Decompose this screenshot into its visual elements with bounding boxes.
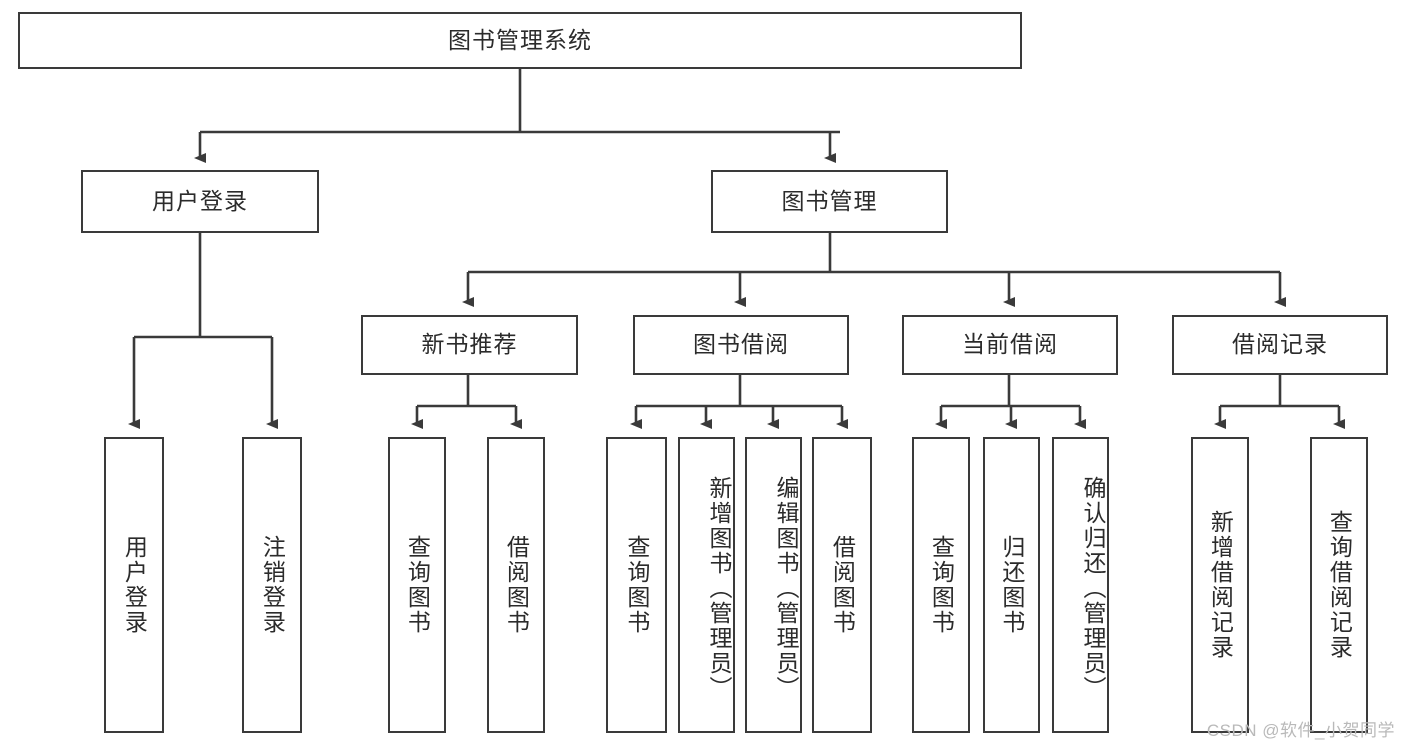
node-current-borrow[interactable]: 当前借阅 (902, 315, 1118, 375)
node-leaf-add-book-label: 新增图书（管理员） (706, 475, 732, 701)
node-leaf-edit-book[interactable]: 编辑图书（管理员） (745, 437, 802, 733)
node-root-label: 图书管理系统 (448, 26, 592, 53)
node-leaf-return-book[interactable]: 归还图书 (983, 437, 1040, 733)
node-leaf-borrow-book-1-label: 借阅图书 (503, 535, 530, 635)
node-book-borrow-label: 图书借阅 (693, 331, 789, 358)
node-leaf-edit-book-label: 编辑图书（管理员） (773, 475, 799, 701)
node-leaf-query-borrow-record-label: 查询借阅记录 (1326, 510, 1353, 660)
node-leaf-user-login[interactable]: 用户登录 (104, 437, 164, 733)
node-borrow-record-label: 借阅记录 (1232, 331, 1328, 358)
node-book-management[interactable]: 图书管理 (711, 170, 948, 233)
node-user-login[interactable]: 用户登录 (81, 170, 319, 233)
node-leaf-query-book-3-label: 查询图书 (928, 535, 955, 635)
node-leaf-query-book-2[interactable]: 查询图书 (606, 437, 667, 733)
node-current-borrow-label: 当前借阅 (962, 331, 1058, 358)
node-leaf-query-book-1[interactable]: 查询图书 (388, 437, 446, 733)
node-leaf-confirm-return[interactable]: 确认归还（管理员） (1052, 437, 1109, 733)
node-user-login-label: 用户登录 (152, 187, 248, 214)
node-leaf-confirm-return-label: 确认归还（管理员） (1080, 475, 1106, 701)
node-book-borrow[interactable]: 图书借阅 (633, 315, 849, 375)
csdn-watermark: CSDN @软件_小贺同学 (1206, 721, 1395, 740)
node-leaf-query-book-2-label: 查询图书 (623, 535, 650, 635)
node-leaf-borrow-book-1[interactable]: 借阅图书 (487, 437, 545, 733)
node-new-book-recommend-label: 新书推荐 (421, 331, 518, 358)
node-leaf-add-book[interactable]: 新增图书（管理员） (678, 437, 735, 733)
node-leaf-query-book-1-label: 查询图书 (404, 535, 431, 635)
node-root[interactable]: 图书管理系统 (18, 12, 1022, 69)
node-leaf-query-book-3[interactable]: 查询图书 (912, 437, 970, 733)
node-new-book-recommend[interactable]: 新书推荐 (361, 315, 578, 375)
node-book-management-label: 图书管理 (781, 187, 878, 214)
node-leaf-add-borrow-record-label: 新增借阅记录 (1207, 510, 1234, 660)
node-borrow-record[interactable]: 借阅记录 (1172, 315, 1388, 375)
node-leaf-logout-login-label: 注销登录 (259, 535, 286, 635)
node-leaf-logout-login[interactable]: 注销登录 (242, 437, 302, 733)
node-leaf-borrow-book-2-label: 借阅图书 (829, 535, 856, 635)
node-leaf-return-book-label: 归还图书 (998, 535, 1025, 635)
node-leaf-borrow-book-2[interactable]: 借阅图书 (812, 437, 872, 733)
node-leaf-query-borrow-record[interactable]: 查询借阅记录 (1310, 437, 1368, 733)
node-leaf-user-login-label: 用户登录 (121, 535, 148, 635)
node-leaf-add-borrow-record[interactable]: 新增借阅记录 (1191, 437, 1249, 733)
